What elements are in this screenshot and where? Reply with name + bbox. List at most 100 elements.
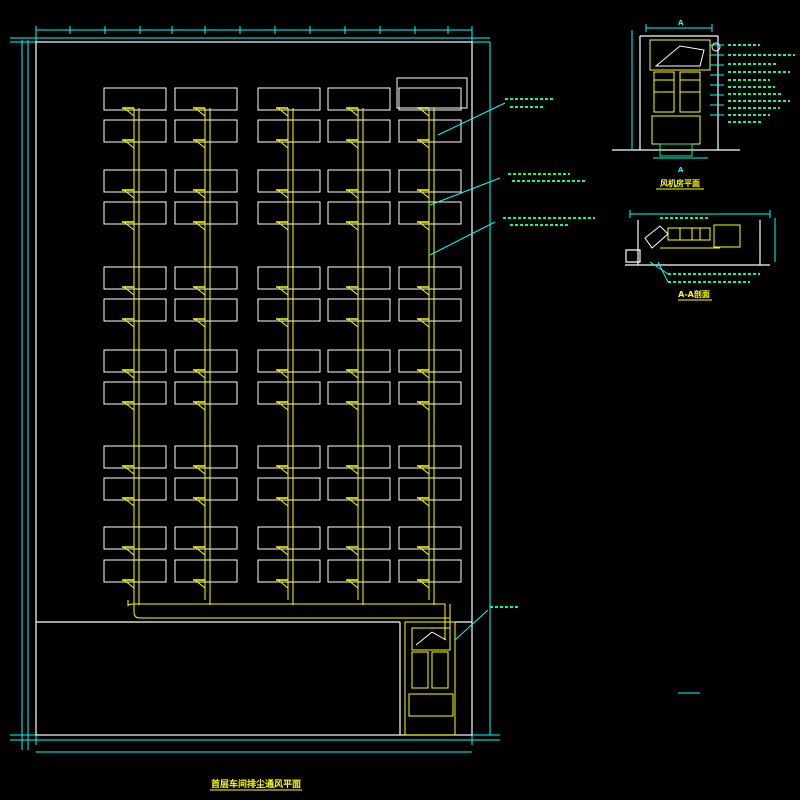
aa-section-view <box>625 210 776 283</box>
machine-outline <box>174 169 238 193</box>
machine-outline <box>257 559 321 583</box>
machine-outline <box>103 298 167 322</box>
machine-outline <box>257 169 321 193</box>
section-title: A-A剖面 <box>678 289 710 299</box>
machine-outline <box>398 119 462 143</box>
duct-branch <box>194 286 206 296</box>
machine-outline <box>327 298 391 322</box>
machine-outline <box>174 445 238 469</box>
machine-outline <box>327 477 391 501</box>
machine-outline <box>103 169 167 193</box>
dimension-frame <box>10 26 500 753</box>
duct-branch <box>347 189 359 199</box>
duct-network <box>123 107 451 640</box>
machine-outline <box>103 559 167 583</box>
duct-branch <box>418 189 430 199</box>
machine-outline <box>398 266 462 290</box>
duct-branch <box>123 546 135 556</box>
duct-branch <box>194 579 206 589</box>
duct-branch <box>347 286 359 296</box>
machine-outline <box>327 119 391 143</box>
duct-branch <box>277 318 289 328</box>
duct-branch <box>123 139 135 149</box>
duct-branch <box>277 465 289 475</box>
machine-outline <box>257 349 321 373</box>
building-outline <box>35 41 473 736</box>
machine-outline <box>103 87 167 111</box>
machine-outline <box>103 381 167 405</box>
machine-outline <box>103 526 167 550</box>
machine-outline <box>257 266 321 290</box>
duct-header <box>127 600 446 640</box>
machine-outline <box>174 201 238 225</box>
dimension-ticks-top <box>69 26 449 34</box>
duct-branch <box>418 286 430 296</box>
wall-column-marker <box>711 42 721 52</box>
duct-branch <box>123 286 135 296</box>
duct-branch <box>123 369 135 379</box>
duct-branch <box>194 189 206 199</box>
machine-outline <box>174 87 238 111</box>
duct-branch <box>347 139 359 149</box>
duct-branch <box>194 139 206 149</box>
duct-branch <box>123 189 135 199</box>
machine-outline <box>398 169 462 193</box>
duct-branch <box>347 221 359 231</box>
machine-grid <box>103 77 468 583</box>
machine-outline <box>257 477 321 501</box>
duct-branch <box>194 546 206 556</box>
machine-outline <box>174 266 238 290</box>
section-mark-top: A <box>678 19 684 27</box>
duct-branch <box>194 465 206 475</box>
main-plan-title: 首层车间排尘通风平面 <box>211 778 301 790</box>
machine-outline <box>327 559 391 583</box>
fan-room-detail-plan <box>612 24 795 159</box>
machine-outline <box>398 87 462 111</box>
machine-outline <box>103 477 167 501</box>
duct-branch <box>123 318 135 328</box>
machine-outline <box>327 266 391 290</box>
annotation-leaders <box>429 102 506 641</box>
duct-branch <box>277 107 289 117</box>
machine-outline <box>103 349 167 373</box>
machine-outline <box>174 477 238 501</box>
machine-outline <box>398 298 462 322</box>
duct-branch <box>418 369 430 379</box>
duct-branch <box>418 221 430 231</box>
duct-branch <box>194 107 206 117</box>
duct-branch <box>277 497 289 507</box>
duct-branch <box>123 579 135 589</box>
machine-outline <box>327 201 391 225</box>
duct-branch <box>194 401 206 411</box>
duct-branch <box>347 369 359 379</box>
duct-branch <box>418 546 430 556</box>
duct-branch <box>418 107 430 117</box>
machine-outline <box>257 119 321 143</box>
machine-outline <box>174 349 238 373</box>
duct-branch <box>123 221 135 231</box>
machine-outline <box>257 87 321 111</box>
duct-branch <box>418 579 430 589</box>
duct-branch <box>123 465 135 475</box>
machine-outline <box>398 201 462 225</box>
duct-branch <box>277 369 289 379</box>
machine-outline <box>103 201 167 225</box>
machine-outline <box>327 445 391 469</box>
duct-branch <box>194 497 206 507</box>
machine-outline <box>257 381 321 405</box>
duct-branch <box>277 401 289 411</box>
duct-branch <box>194 318 206 328</box>
duct-branch <box>347 107 359 117</box>
machine-outline <box>103 266 167 290</box>
duct-branch <box>347 318 359 328</box>
duct-branch <box>347 579 359 589</box>
machine-outline <box>174 298 238 322</box>
machine-outline <box>327 87 391 111</box>
dimension-box <box>396 77 468 109</box>
duct-branch <box>347 401 359 411</box>
machine-outline <box>398 559 462 583</box>
duct-branch <box>277 221 289 231</box>
duct-branch <box>277 286 289 296</box>
machine-outline <box>103 119 167 143</box>
